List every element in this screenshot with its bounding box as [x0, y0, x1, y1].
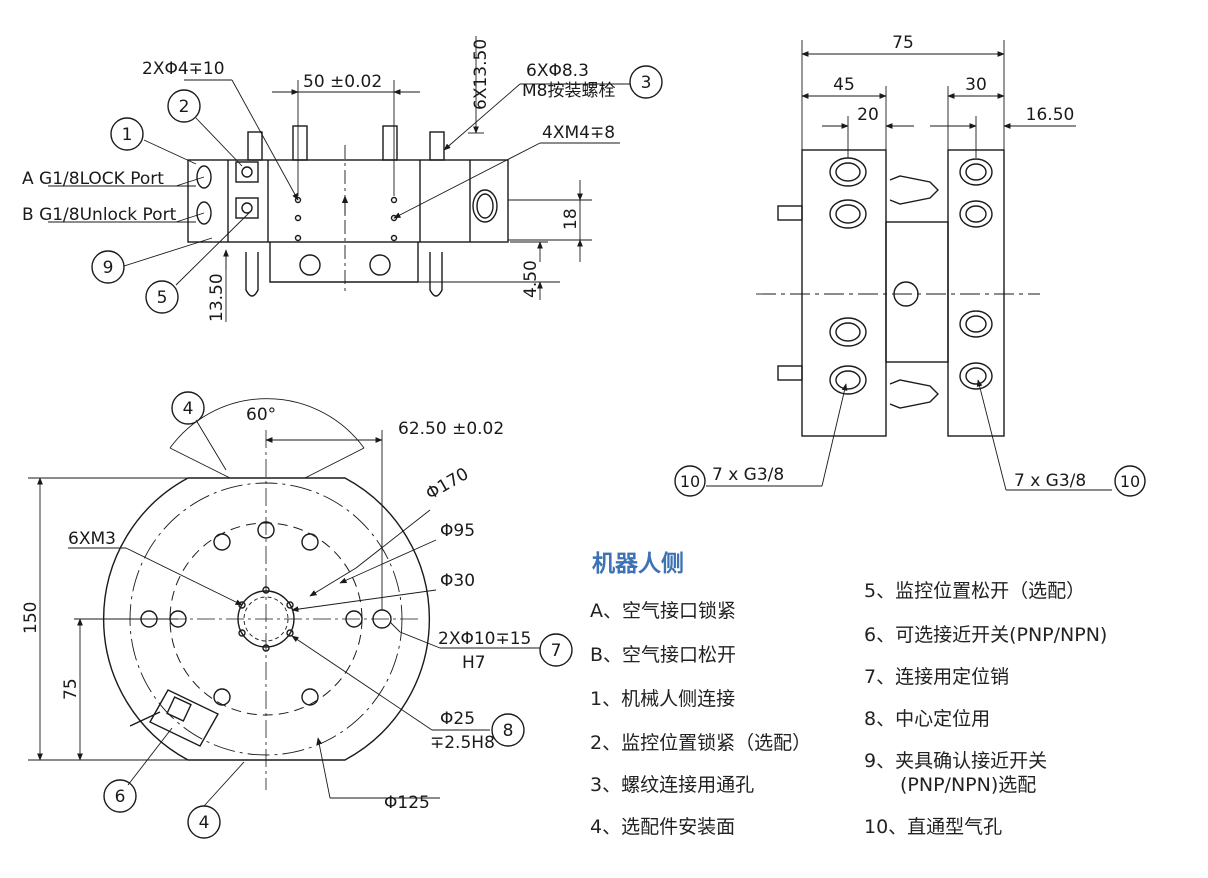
port-a-label: A G1/8LOCK Port: [22, 169, 164, 189]
legend-item-9: 9、夹具确认接近开关: [864, 750, 1048, 772]
callout-left-text: 7 x G3/8: [712, 465, 784, 485]
flange-outline: [103, 477, 430, 761]
legend-item-1: 1、机械人侧连接: [590, 688, 736, 710]
note-h8: ∓2.5H8: [430, 733, 495, 753]
top-view: [48, 36, 663, 322]
dia-30: Φ30: [440, 571, 475, 591]
note-6xm3: 6XM3: [68, 529, 116, 549]
dim-450: 4.50: [521, 260, 541, 298]
callout-10-left: 10: [680, 472, 700, 491]
top-view-labels: 2XΦ4∓10 50 ±0.02 6X13.50 6XΦ8.3 M8按装螺栓 4…: [22, 39, 651, 322]
note-4xm4: 4XM4∓8: [542, 123, 615, 143]
note-holes-a: 2XΦ4∓10: [142, 59, 225, 79]
side-dim-30: 30: [965, 75, 987, 95]
side-dim-75: 75: [892, 33, 914, 53]
legend-item-8: 8、中心定位用: [864, 708, 991, 730]
callout-right-text: 7 x G3/8: [1014, 471, 1086, 491]
legend-item-2: 2、监控位置锁紧（选配）: [590, 732, 812, 754]
callout-10-right: 10: [1120, 472, 1140, 491]
legend-title: 机器人侧: [592, 551, 684, 577]
legend-item-b: B、空气接口松开: [590, 644, 737, 666]
side-dim-1650: 16.50: [1026, 105, 1075, 125]
legend-item-10: 10、直通型气孔: [864, 816, 1003, 838]
dim-6250: 62.50 ±0.02: [398, 419, 504, 439]
callout-5: 5: [157, 288, 168, 308]
legend-item-4: 4、选配件安装面: [590, 816, 736, 838]
callout-6: 6: [115, 787, 126, 807]
dim-150: 150: [21, 602, 41, 634]
legend-item-3: 3、螺纹连接用通孔: [590, 774, 755, 796]
legend-item-a: A、空气接口锁紧: [590, 600, 736, 622]
callout-2: 2: [179, 97, 190, 117]
right-body: [947, 149, 1005, 437]
note-h7: H7: [462, 653, 486, 673]
dia-25: Φ25: [440, 709, 475, 729]
angle-60: 60°: [246, 405, 276, 425]
body-outline: [187, 159, 509, 243]
callout-1: 1: [122, 125, 133, 145]
side-view: [674, 40, 1146, 497]
dia-95: Φ95: [440, 521, 475, 541]
bottom-view: [28, 391, 573, 839]
dim-18: 18: [561, 208, 581, 230]
callout-4-bottom: 4: [199, 813, 210, 833]
callout-9: 9: [103, 258, 114, 278]
side-view-labels: 75 45 20 30 16.50 7 x G3/8 7 x G3/8 10 1…: [680, 33, 1140, 491]
legend-item-9-cont: (PNP/NPN)选配: [900, 774, 1037, 796]
side-dim-20: 20: [857, 105, 879, 125]
dim-1350: 13.50: [207, 273, 227, 322]
legend-item-6: 6、可选接近开关(PNP/NPN): [864, 624, 1108, 646]
note-m8: M8按装螺栓: [522, 81, 615, 101]
dim-50: 50 ±0.02: [303, 72, 382, 92]
dia-125: Φ125: [384, 793, 430, 813]
port-b-label: B G1/8Unlock Port: [22, 205, 177, 225]
callout-3: 3: [641, 73, 652, 93]
callout-4-top: 4: [183, 399, 194, 419]
note-pin: 2XΦ10∓15: [438, 629, 531, 649]
legend-item-7: 7、连接用定位销: [864, 666, 1010, 688]
legend-item-5: 5、监控位置松开（选配）: [864, 580, 1086, 602]
bottom-view-labels: 60° 62.50 ±0.02 Φ170 Φ95 Φ30 6XM3 2XΦ10∓…: [21, 399, 561, 833]
callout-8: 8: [503, 721, 514, 741]
dim-75: 75: [61, 678, 81, 700]
callout-7: 7: [551, 641, 562, 661]
note-6x83: 6XΦ8.3: [526, 61, 589, 81]
side-dim-45: 45: [833, 75, 855, 95]
dia-170: Φ170: [423, 464, 473, 504]
note-6x1350: 6X13.50: [471, 39, 491, 110]
